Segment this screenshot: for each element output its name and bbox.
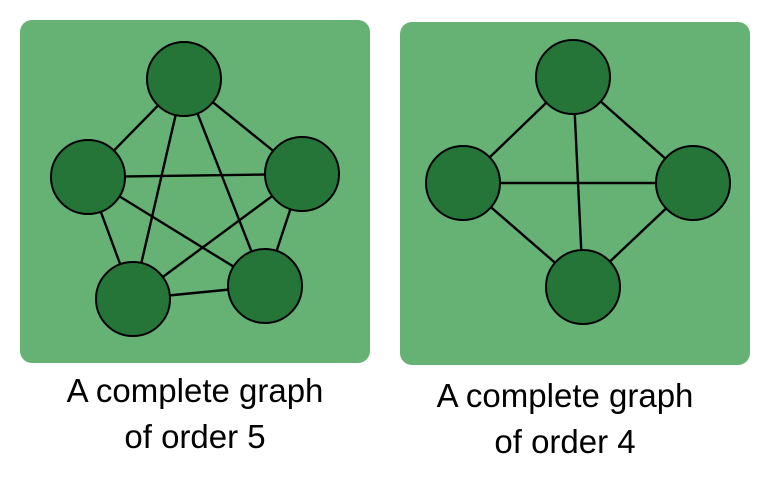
vertex-3 bbox=[655, 145, 731, 221]
caption-order-5-line-2: of order 5 bbox=[124, 418, 266, 455]
caption-order-5-line-1: A complete graph bbox=[66, 372, 324, 409]
vertex-2 bbox=[50, 139, 126, 215]
vertex-4 bbox=[95, 261, 171, 337]
complete-graph-order-4-diagram bbox=[425, 39, 731, 325]
vertex-1 bbox=[535, 39, 611, 115]
caption-order-4: A complete graph of order 4 bbox=[375, 373, 755, 465]
graph-panel-order-5 bbox=[20, 20, 370, 363]
vertex-5 bbox=[227, 248, 303, 324]
graph-panel-order-4 bbox=[400, 22, 750, 365]
caption-order-4-line-1: A complete graph bbox=[436, 377, 694, 414]
complete-graph-order-5-diagram bbox=[50, 41, 340, 337]
vertex-4 bbox=[545, 249, 621, 325]
caption-order-4-line-2: of order 4 bbox=[494, 423, 636, 460]
caption-order-5: A complete graph of order 5 bbox=[5, 368, 385, 460]
vertex-2 bbox=[425, 145, 501, 221]
vertex-1 bbox=[146, 41, 222, 117]
vertex-3 bbox=[264, 136, 340, 212]
